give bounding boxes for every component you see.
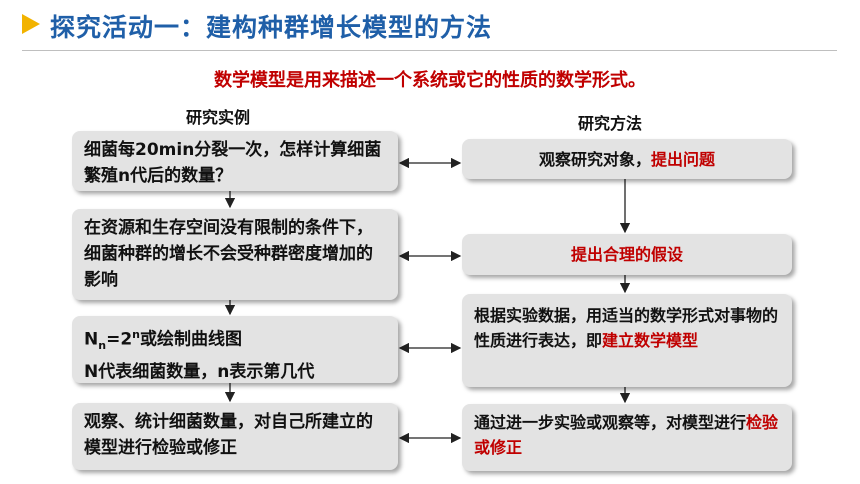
definition-text: 数学模型是用来描述一个系统或它的性质的数学形式。: [214, 70, 646, 91]
left-column-heading: 研究实例: [186, 108, 251, 127]
example-box-model: Nn=2n或绘制曲线图 N代表细菌数量，n表示第几代: [72, 316, 398, 383]
model-formula-line: Nn=2n或绘制曲线图: [84, 328, 242, 353]
method-box-build-model: 根据实验数据，用适当的数学形式对事物的性质进行表达，即建立数学模型: [462, 294, 792, 387]
example-box-assumption: 在资源和生存空间没有限制的条件下，细菌种群的增长不会受种群密度增加的影响: [72, 209, 398, 300]
example-box-question: 细菌每20min分裂一次，怎样计算细菌繁殖n代后的数量？: [72, 131, 398, 191]
method-box-verify: 通过进一步实验或观察等，对模型进行检验或修正: [462, 404, 792, 471]
method-box-observe: 观察研究对象，提出问题: [462, 139, 792, 179]
example-box-verify: 观察、统计细菌数量，对自己所建立的模型进行检验或修正: [72, 403, 398, 470]
method-box-hypothesis: 提出合理的假设: [462, 234, 792, 275]
title-divider: [22, 50, 837, 51]
method-box-hypothesis-text: 提出合理的假设: [570, 245, 683, 264]
method-box-observe-text: 观察研究对象，提出问题: [538, 149, 716, 169]
example-box-question-text: 细菌每20min分裂一次，怎样计算细菌繁殖n代后的数量？: [84, 140, 382, 186]
title-marker-triangle: [22, 14, 40, 34]
method-box-build-model-text: 根据实验数据，用适当的数学形式对事物的性质进行表达，即建立数学模型: [474, 306, 779, 350]
example-box-assumption-text: 在资源和生存空间没有限制的条件下，细菌种群的增长不会受种群密度增加的影响: [84, 218, 373, 290]
example-box-model-text: Nn=2n或绘制曲线图 N代表细菌数量，n表示第几代: [72, 316, 398, 391]
example-box-verify-text: 观察、统计细菌数量，对自己所建立的模型进行检验或修正: [84, 412, 373, 458]
right-column-heading: 研究方法: [578, 114, 643, 133]
page-title: 探究活动一：建构种群增长模型的方法: [50, 13, 493, 42]
method-box-verify-text: 通过进一步实验或观察等，对模型进行检验或修正: [474, 413, 779, 457]
model-legend-line: N代表细菌数量，n表示第几代: [84, 362, 315, 383]
